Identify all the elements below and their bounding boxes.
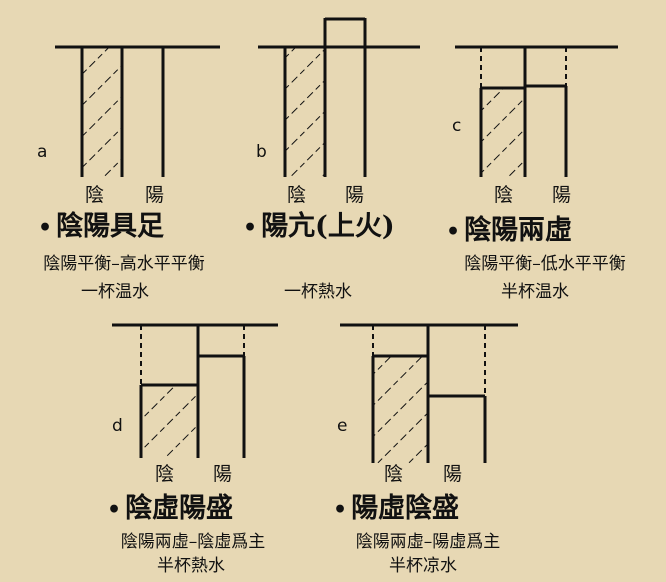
- panel-c-diagram: [455, 45, 618, 177]
- panel-c-title: •陰陽兩虛: [446, 217, 572, 244]
- panel-b-yin-column: [285, 47, 325, 177]
- panel-d-cup: 半杯熱水: [157, 556, 225, 576]
- panel-d-letter: d: [112, 416, 123, 436]
- panel-a-title-text: 陰陽具足: [56, 211, 165, 242]
- panel-b-yin-label: 陰: [287, 184, 307, 206]
- panel-b-title: •陽亢(上火): [243, 213, 395, 240]
- panel-e-yin-column: [373, 356, 428, 463]
- panel-d-description: 陰陽兩虛–陰虛爲主: [120, 532, 266, 552]
- panel-b-title-text: 陽亢(上火): [261, 211, 395, 242]
- panel-e-title-text: 陽虛陰盛: [351, 493, 460, 524]
- panel-c-yin-label: 陰: [494, 184, 514, 206]
- panel-e-yin-label: 陰: [384, 463, 404, 485]
- panel-a-yin-column: [82, 47, 122, 177]
- panel-b-yang-label: 陽: [345, 184, 365, 206]
- panel-a-bullet: •: [38, 215, 53, 241]
- panel-c-yin-column: [481, 88, 525, 177]
- panel-a-title: •陰陽具足: [38, 213, 164, 240]
- panel-a-description: 陰陽平衡–高水平平衡: [43, 254, 205, 274]
- panel-d-yin-label: 陰: [155, 463, 175, 485]
- panel-d-bullet: •: [107, 497, 122, 523]
- panel-e-letter: e: [337, 416, 348, 436]
- panel-e-diagram: [340, 323, 518, 463]
- panel-b-bullet: •: [243, 215, 258, 241]
- panel-c-bullet: •: [446, 219, 461, 245]
- panel-e-yang-label: 陽: [443, 463, 463, 485]
- panel-a-cup: 一杯温水: [81, 282, 149, 302]
- panel-a-letter: a: [37, 142, 48, 162]
- panel-c-yang-label: 陽: [552, 184, 572, 206]
- panel-e-bullet: •: [333, 497, 348, 523]
- panel-a-yang-label: 陽: [145, 184, 165, 206]
- panel-c-description: 陰陽平衡–低水平平衡: [464, 254, 626, 274]
- panel-c-title-text: 陰陽兩虛: [464, 215, 573, 246]
- panel-c-cup: 半杯温水: [501, 282, 569, 302]
- panel-d-diagram: [112, 323, 278, 458]
- panel-e-description: 陰陽兩虛–陽虛爲主: [355, 532, 501, 552]
- panel-c-letter: c: [452, 116, 462, 136]
- panel-b-cup: 一杯熱水: [284, 282, 352, 302]
- panel-d-yin-column: [141, 385, 198, 458]
- panel-b-letter: b: [256, 142, 267, 162]
- panel-a-diagram: [55, 45, 220, 177]
- panel-d-yang-label: 陽: [213, 463, 233, 485]
- panel-a-yin-label: 陰: [85, 184, 105, 206]
- panel-b-diagram: [258, 17, 420, 177]
- panel-d-title: •陰虛陽盛: [107, 495, 233, 522]
- panel-e-title: •陽虛陰盛: [333, 495, 459, 522]
- panel-d-title-text: 陰虛陽盛: [125, 493, 234, 524]
- panel-e-cup: 半杯凉水: [389, 556, 457, 576]
